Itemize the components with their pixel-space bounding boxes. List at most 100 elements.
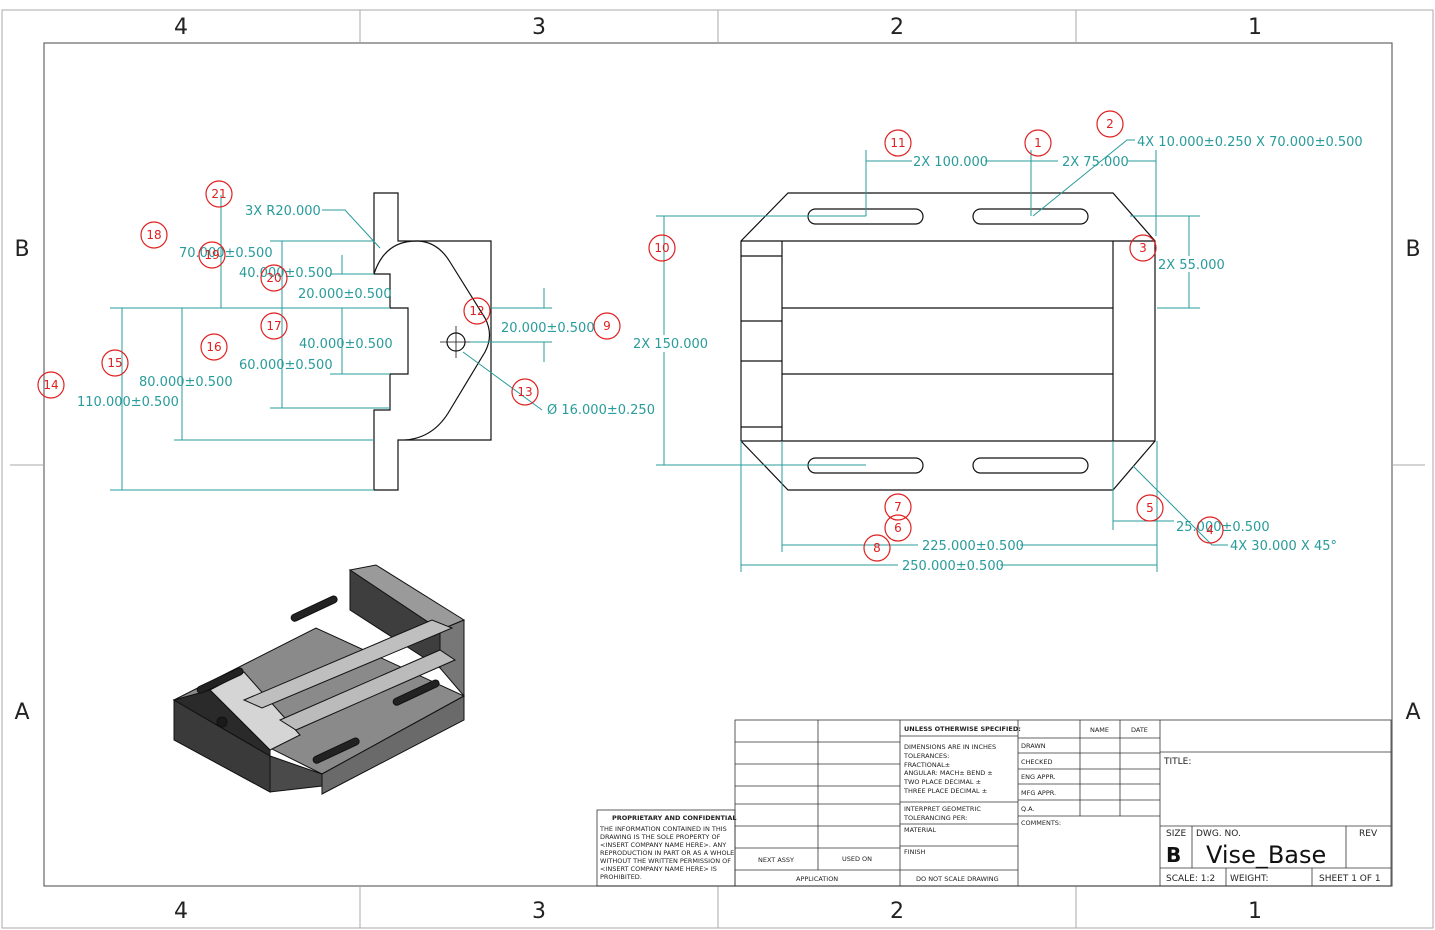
balloon-15: 15 — [101, 349, 129, 377]
side-view-dimension-lines — [110, 195, 552, 491]
svg-text:8: 8 — [873, 541, 881, 555]
zone-col-1-bottom: 1 — [1248, 899, 1262, 924]
dim-hole-diameter: Ø 16.000±0.250 — [547, 403, 655, 418]
role-qa: Q.A. — [1021, 805, 1035, 813]
top-view-dimension-text: 2X 100.000 2X 75.000 4X 10.000±0.250 X 7… — [633, 135, 1363, 574]
side-view-dimension-text: 3X R20.000 70.000±0.500 40.000±0.500 20.… — [77, 204, 655, 418]
zone-col-4-top: 4 — [174, 15, 188, 40]
svg-text:2: 2 — [1106, 117, 1114, 131]
role-mfg-appr: MFG APPR. — [1021, 789, 1056, 797]
scale-label: SCALE: 1:2 — [1166, 874, 1215, 884]
application-label: APPLICATION — [796, 875, 838, 883]
zone-frame: 4 3 2 1 4 3 2 1 B A B A — [1, 9, 1434, 929]
svg-text:21: 21 — [211, 187, 226, 201]
spec-line-2: TOLERANCES: — [903, 752, 949, 760]
svg-text:3: 3 — [1139, 241, 1147, 255]
next-assy-label: NEXT ASSY — [758, 856, 794, 864]
balloon-18: 18 — [140, 221, 168, 249]
svg-text:18: 18 — [146, 228, 161, 242]
top-view-dimension-lines — [656, 139, 1228, 572]
dim-70: 70.000±0.500 — [179, 246, 273, 261]
name-header: NAME — [1090, 726, 1109, 734]
svg-text:15: 15 — [107, 356, 122, 370]
proprietary-line-1: THE INFORMATION CONTAINED IN THIS — [599, 825, 727, 833]
finish-label: FINISH — [904, 848, 926, 856]
balloon-5: 5 — [1136, 494, 1164, 522]
top-view — [740, 192, 1156, 491]
proprietary-line-2: DRAWING IS THE SOLE PROPERTY OF — [600, 833, 721, 841]
zone-col-2-top: 2 — [890, 15, 904, 40]
isometric-view — [172, 564, 466, 795]
svg-text:5: 5 — [1146, 501, 1154, 515]
dim-chamfer: 4X 30.000 X 45° — [1230, 539, 1337, 554]
dim-slot-size: 4X 10.000±0.250 X 70.000±0.500 — [1137, 135, 1363, 150]
balloon-19: 19 — [198, 241, 226, 269]
svg-text:9: 9 — [603, 319, 611, 333]
balloon-1: 1 — [1024, 129, 1052, 157]
svg-text:16: 16 — [206, 340, 221, 354]
balloon-14: 14 — [37, 371, 65, 399]
svg-text:10: 10 — [654, 241, 669, 255]
balloon-10: 10 — [648, 234, 676, 262]
svg-text:14: 14 — [43, 378, 58, 392]
dim-250: 250.000±0.500 — [902, 559, 1004, 574]
svg-text:13: 13 — [517, 385, 532, 399]
role-drawn: DRAWN — [1021, 742, 1046, 750]
weight-label: WEIGHT: — [1230, 874, 1269, 884]
dwg-no-label: DWG. NO. — [1196, 829, 1241, 839]
rev-label: REV — [1359, 829, 1378, 839]
proprietary-line-3: <INSERT COMPANY NAME HERE>. ANY — [600, 841, 726, 849]
unless-specified: UNLESS OTHERWISE SPECIFIED: — [904, 725, 1021, 733]
proprietary-line-7: PROHIBITED. — [600, 873, 642, 881]
svg-text:7: 7 — [894, 500, 902, 514]
svg-text:1: 1 — [1034, 136, 1042, 150]
size-label: SIZE — [1166, 829, 1187, 839]
side-view — [373, 192, 492, 491]
balloon-4: 4 — [1196, 516, 1224, 544]
zone-row-b-left: B — [14, 237, 29, 262]
balloon-9: 9 — [593, 312, 621, 340]
balloon-17: 17 — [260, 312, 288, 340]
dim-225: 225.000±0.500 — [922, 539, 1024, 554]
svg-text:6: 6 — [894, 521, 902, 535]
dwg-no-value: Vise_Base — [1206, 841, 1326, 869]
dim-20-right: 20.000±0.500 — [501, 321, 595, 336]
proprietary-line-6: <INSERT COMPANY NAME HERE> IS — [600, 865, 717, 873]
material-label: MATERIAL — [904, 826, 937, 834]
proprietary-line-5: WITHOUT THE WRITTEN PERMISSION OF — [600, 857, 731, 865]
svg-text:11: 11 — [890, 136, 905, 150]
spec-line-4: ANGULAR: MACH± BEND ± — [904, 769, 993, 777]
do-not-scale: DO NOT SCALE DRAWING — [916, 875, 999, 883]
balloon-20: 20 — [260, 264, 288, 292]
inspection-balloons: 1 2 3 4 5 6 7 8 9 10 11 12 13 14 15 16 1… — [37, 110, 1224, 562]
svg-text:19: 19 — [204, 248, 219, 262]
role-eng-appr: ENG APPR. — [1021, 773, 1056, 781]
balloon-3: 3 — [1129, 234, 1157, 262]
svg-text:17: 17 — [266, 319, 281, 333]
zone-row-b-right: B — [1405, 237, 1420, 262]
dim-40-mid: 40.000±0.500 — [299, 337, 393, 352]
role-checked: CHECKED — [1021, 758, 1052, 766]
svg-text:4: 4 — [1206, 523, 1214, 537]
zone-row-a-right: A — [1405, 700, 1420, 725]
svg-text:12: 12 — [469, 304, 484, 318]
title-block: PROPRIETARY AND CONFIDENTIAL THE INFORMA… — [596, 719, 1392, 887]
spec-line-1: DIMENSIONS ARE IN INCHES — [904, 743, 996, 751]
dim-height-150: 2X 150.000 — [633, 337, 708, 352]
balloon-21: 21 — [205, 180, 233, 208]
interpret-line-2: TOLERANCING PER: — [903, 814, 967, 822]
svg-text:20: 20 — [266, 271, 281, 285]
spec-line-6: THREE PLACE DECIMAL ± — [903, 787, 987, 795]
dim-fillet-r20: 3X R20.000 — [245, 204, 321, 219]
size-value: B — [1166, 843, 1181, 867]
date-header: DATE — [1131, 726, 1148, 734]
interpret-line-1: INTERPRET GEOMETRIC — [904, 805, 981, 813]
proprietary-line-4: REPRODUCTION IN PART OR AS A WHOLE — [600, 849, 734, 857]
zone-col-1-top: 1 — [1248, 15, 1262, 40]
comments-label: COMMENTS: — [1021, 819, 1061, 827]
spec-line-3: FRACTIONAL± — [904, 761, 950, 769]
zone-row-a-left: A — [14, 700, 29, 725]
title-label: TITLE: — [1163, 757, 1191, 767]
dim-60: 60.000±0.500 — [239, 358, 333, 373]
